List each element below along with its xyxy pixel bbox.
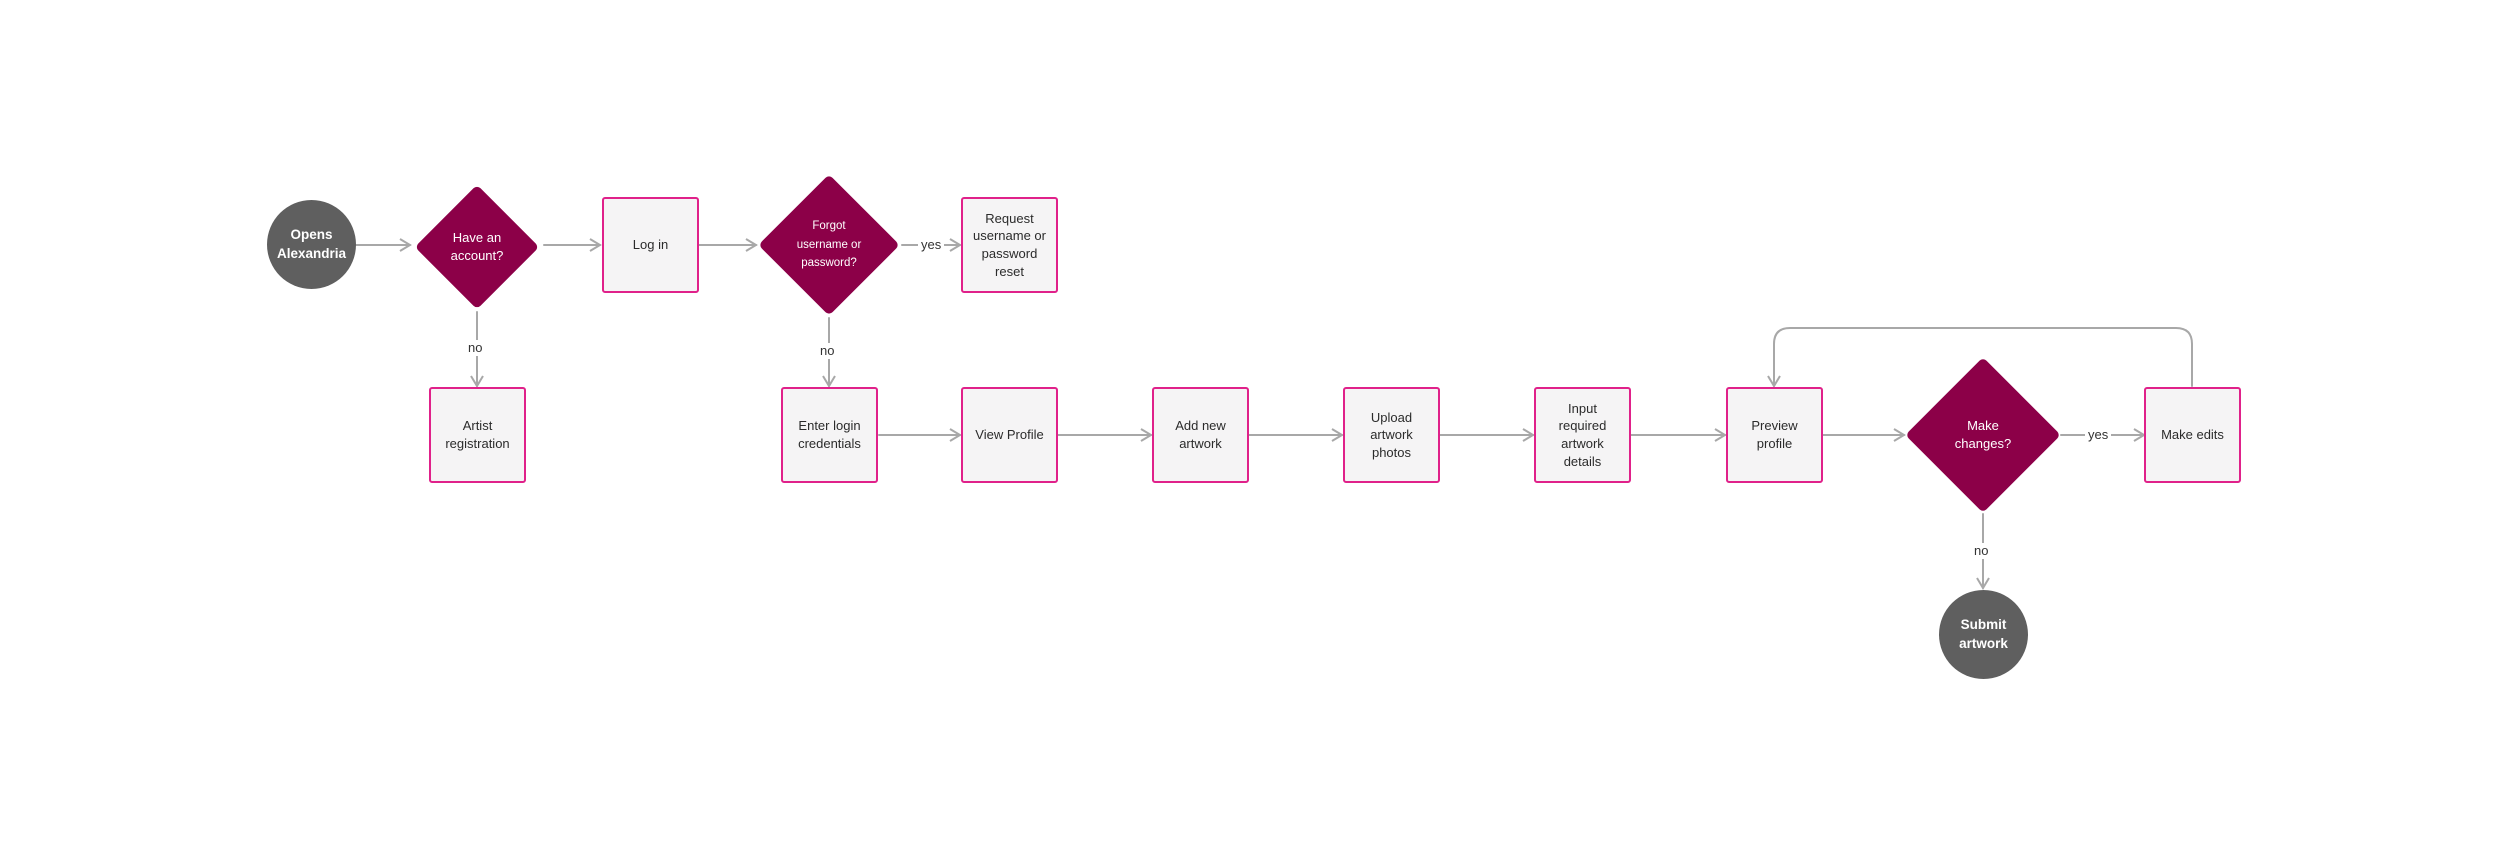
process-add-artwork-label: Add new artwork <box>1175 418 1226 451</box>
start-node-label: Opens Alexandria <box>276 227 347 261</box>
process-add-artwork: Add new artwork <box>1152 387 1249 483</box>
process-artist-registration: Artist registration <box>429 387 526 483</box>
edge-label-forgot-yes: yes <box>918 237 945 253</box>
process-enter-login: Enter login credentials <box>781 387 878 483</box>
process-request-reset: Request username or password reset <box>961 197 1058 293</box>
decision-have-account-shape <box>416 186 538 308</box>
edge-label-forgot-no: no <box>817 343 838 359</box>
process-make-edits-label: Make edits <box>2161 427 2224 443</box>
end-node-submit-artwork: Submit artwork <box>1939 590 2028 679</box>
edge-label-account-no: no <box>465 340 486 356</box>
process-upload-photos-label: Upload artwork photos <box>1370 409 1413 460</box>
edge-edits-loop-to-preview <box>1767 327 2193 388</box>
process-input-details: Input required artwork details <box>1534 387 1631 483</box>
process-view-profile: View Profile <box>961 387 1058 483</box>
process-log-in: Log in <box>602 197 699 293</box>
process-view-profile-label: View Profile <box>975 427 1044 443</box>
decision-forgot-credentials: Forgot username or password? <box>769 200 889 290</box>
process-enter-login-label: Enter login credentials <box>798 418 861 451</box>
process-preview-profile: Preview profile <box>1726 387 1823 483</box>
edge-label-changes-yes: yes <box>2085 427 2112 443</box>
decision-have-account-label: Have an account? <box>450 230 504 263</box>
process-make-edits: Make edits <box>2144 387 2241 483</box>
process-preview-profile-label: Preview profile <box>1751 418 1798 451</box>
decision-make-changes-shape <box>1907 359 2059 511</box>
decision-have-account: Have an account? <box>422 207 532 287</box>
process-input-details-label: Input required artwork details <box>1558 400 1607 469</box>
process-upload-photos: Upload artwork photos <box>1343 387 1440 483</box>
start-node-opens-alexandria: Opens Alexandria <box>267 200 356 289</box>
process-artist-registration-label: Artist registration <box>445 418 510 451</box>
decision-make-changes: Make changes? <box>1923 395 2043 475</box>
edge-label-changes-no: no <box>1971 543 1992 559</box>
process-log-in-label: Log in <box>632 237 669 253</box>
process-request-reset-label: Request username or password reset <box>973 210 1046 279</box>
decision-make-changes-label: Make changes? <box>1954 418 2012 451</box>
end-node-label: Submit artwork <box>1959 617 2008 651</box>
decision-forgot-label: Forgot username or password? <box>796 220 862 270</box>
decision-forgot-shape <box>760 176 898 314</box>
